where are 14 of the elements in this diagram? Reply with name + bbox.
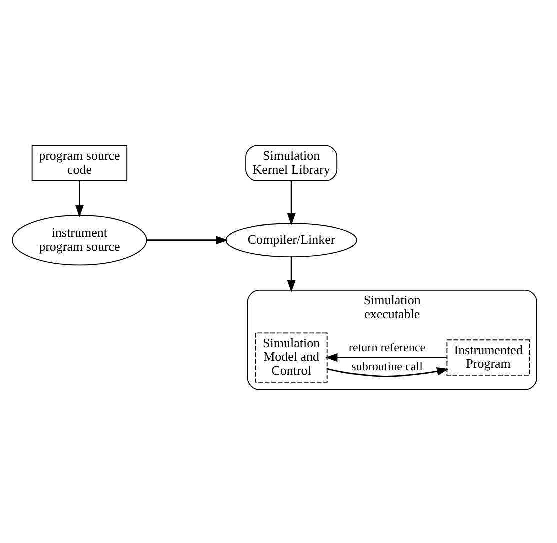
node-ellipse: instrument program source xyxy=(12,215,148,266)
node-box: Instrumented Program xyxy=(446,340,530,376)
arrow xyxy=(146,236,228,245)
node-box: Simulation Kernel Library xyxy=(246,145,338,182)
arrow xyxy=(75,181,84,218)
node-box: Simulation Model and Control xyxy=(255,332,328,383)
edge-label: subroutine call xyxy=(352,359,423,374)
arrow xyxy=(326,354,448,362)
node-ellipse: Compiler/Linker xyxy=(226,223,358,258)
edge-label: return reference xyxy=(348,340,426,355)
node-box: program source code xyxy=(32,145,128,182)
arrow xyxy=(327,367,450,378)
arrow xyxy=(287,257,296,293)
arrow xyxy=(287,181,296,226)
